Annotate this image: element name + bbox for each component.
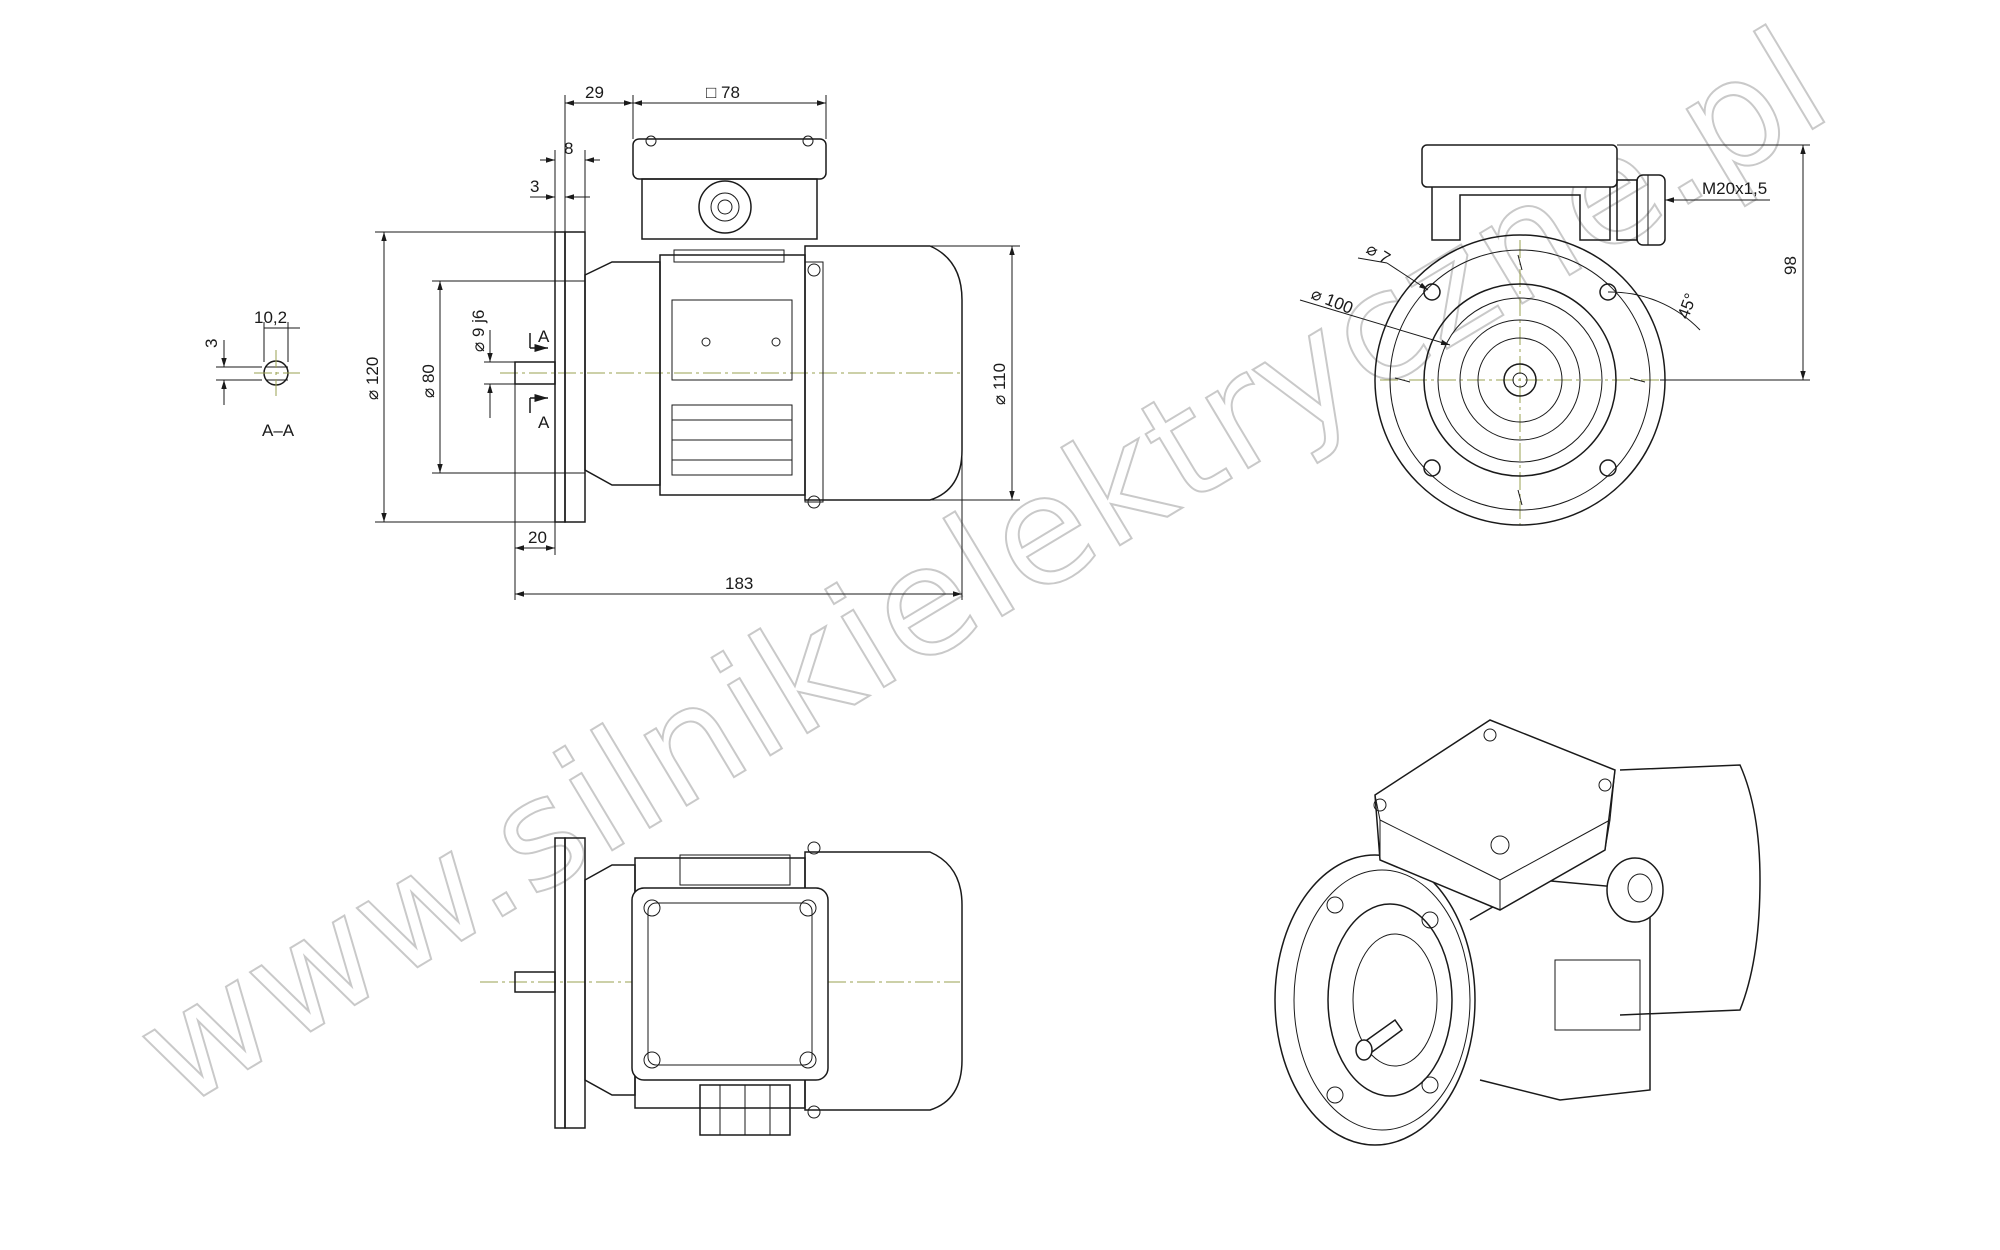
section-hatch	[266, 366, 288, 381]
top-view	[480, 837, 963, 1136]
front-view: ⌀ 7 ⌀ 100 M20x1,5 98 45°	[1299, 144, 1810, 526]
dim-diameter-9-j6: ⌀ 9 j6	[469, 310, 488, 352]
section-label: A–A	[262, 421, 295, 440]
shaft-end	[1503, 363, 1537, 397]
bolt-hole-br	[1599, 459, 1617, 477]
dim-diameter-110: ⌀ 110	[990, 363, 1009, 405]
fan-cover-top	[804, 851, 963, 1111]
screw-icon	[1490, 835, 1510, 855]
iso-terminal-box	[1374, 719, 1616, 911]
stator-body	[659, 254, 806, 496]
cut-mark-bottom: A	[538, 413, 550, 432]
dim-angle-45: 45°	[1674, 291, 1701, 322]
spigot-circle	[1423, 283, 1617, 477]
iso-flange	[1274, 854, 1476, 1146]
dim-8: 8	[564, 139, 573, 158]
side-view: 29 □ 78 8 3 ⌀ 120 ⌀ 80 ⌀ 9 j6 A	[363, 83, 1020, 600]
bolt-hole-tl	[1423, 283, 1441, 301]
terminal-box-lid-front	[1421, 144, 1618, 188]
dim-diameter-80: ⌀ 80	[419, 364, 438, 398]
cable-gland-front	[1636, 174, 1666, 246]
screw-icon	[799, 899, 817, 917]
dim-98: 98	[1781, 256, 1800, 275]
dim-10-2: 10,2	[254, 308, 287, 327]
dim-29: 29	[585, 83, 604, 102]
flange	[564, 231, 586, 523]
dim-box-78: □ 78	[706, 83, 740, 102]
dim-3-section: 3	[202, 339, 221, 348]
dim-3: 3	[530, 177, 539, 196]
cut-mark-top: A	[538, 327, 550, 346]
terminal-box-top	[631, 887, 829, 1081]
iso-fan-cover	[1619, 764, 1761, 1016]
dim-diameter-120: ⌀ 120	[363, 357, 382, 400]
flange-outer	[554, 231, 566, 523]
terminal-box	[641, 178, 818, 240]
dim-183: 183	[725, 574, 753, 593]
cable-gland	[698, 180, 752, 234]
screw-icon	[643, 899, 661, 917]
section-a-a: 10,2 3 A–A	[202, 308, 300, 440]
isometric-view	[1274, 719, 1761, 1146]
iso-cable-gland	[1606, 857, 1664, 923]
screw-icon	[643, 1051, 661, 1069]
screw-icon	[799, 1051, 817, 1069]
terminal-box-front	[1431, 187, 1611, 241]
dim-20: 20	[528, 528, 547, 547]
bolt-hole-bl	[1423, 459, 1441, 477]
terminal-box-lid	[632, 138, 827, 180]
dim-m20: M20x1,5	[1702, 179, 1767, 198]
